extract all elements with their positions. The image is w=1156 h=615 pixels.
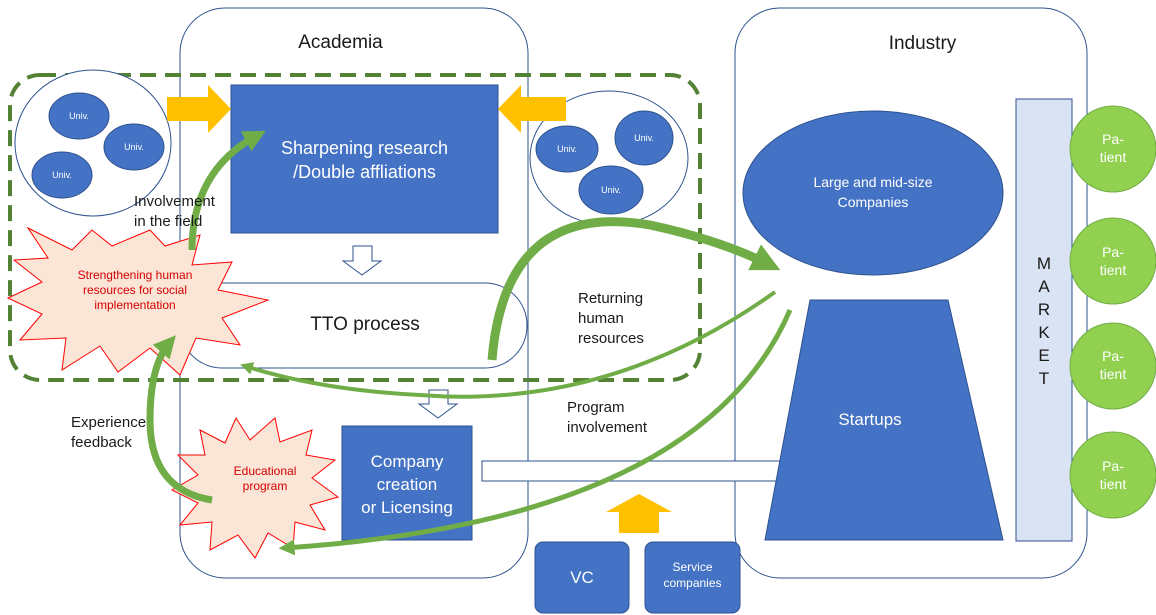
- academia-title: Academia: [298, 32, 383, 53]
- orange-arrow-left: [167, 85, 231, 133]
- company-creation-box: [341, 425, 473, 541]
- vc-box: [534, 541, 630, 614]
- vc-label: VC: [570, 568, 594, 587]
- patient-label: Pa- tient: [1099, 458, 1127, 492]
- industry-title: Industry: [888, 33, 957, 54]
- tto-label: TTO process: [310, 314, 420, 335]
- sharpening-research-label: Sharpening research /Double affliations: [280, 138, 449, 182]
- univ-label: Univ.: [601, 185, 621, 195]
- univ-label: Univ.: [69, 111, 89, 121]
- dashed-boundary: [8, 73, 702, 382]
- univ-node: [578, 165, 644, 215]
- sharpening-research-box: [230, 84, 499, 234]
- patient-circle: [1069, 217, 1156, 305]
- large-companies-label: Large and mid-size Companies: [813, 174, 933, 210]
- patient-circle: [1069, 431, 1156, 519]
- program-involvement-label: Program involvement: [567, 399, 648, 436]
- univ-node: [48, 92, 110, 140]
- service-companies-label: Service companies: [663, 560, 722, 590]
- orange-arrow-up: [606, 494, 672, 533]
- patient-label: Pa- tient: [1099, 244, 1127, 278]
- univ-label: Univ.: [557, 144, 577, 154]
- experience-feedback-label: Experience feedback: [71, 414, 147, 451]
- univ-label: Univ.: [124, 142, 144, 152]
- patient-label: Pa- tient: [1099, 348, 1127, 382]
- educational-burst: [170, 416, 340, 559]
- strengthening-burst: [6, 226, 270, 376]
- market-column: [1015, 98, 1073, 542]
- univ-node: [535, 125, 599, 173]
- market-label: M A R K E T: [1036, 254, 1052, 388]
- startups-trapezoid: [764, 299, 1004, 541]
- univ-label: Univ.: [52, 170, 72, 180]
- involvement-field-label: Involvement in the field: [134, 193, 215, 230]
- company-creation-label: Company creation or Licensing: [361, 452, 453, 517]
- univ-label: Univ.: [634, 133, 654, 143]
- strengthening-label: Strengthening human resources for social…: [77, 268, 193, 312]
- univ-node: [614, 110, 674, 166]
- green-arrow-feedback: [146, 335, 213, 504]
- green-arrow-program: [278, 309, 793, 556]
- patient-label: Pa- tient: [1099, 131, 1127, 165]
- univ-node: [103, 123, 165, 171]
- green-arrow-involvement: [188, 130, 266, 251]
- univ-node: [31, 151, 93, 199]
- educational-label: Educational program: [233, 464, 297, 493]
- large-companies-ellipse: [742, 110, 1004, 276]
- green-arrow-to-tto: [240, 290, 777, 399]
- startups-label: Startups: [838, 410, 902, 429]
- returning-label: Returning human resources: [578, 290, 644, 347]
- orange-arrow-right: [498, 85, 566, 133]
- down-arrow-to-tto: [341, 245, 383, 276]
- service-companies-box: [644, 541, 741, 614]
- green-arrow-returning: [487, 217, 781, 361]
- patient-circle: [1069, 105, 1156, 193]
- patient-circle: [1069, 322, 1156, 410]
